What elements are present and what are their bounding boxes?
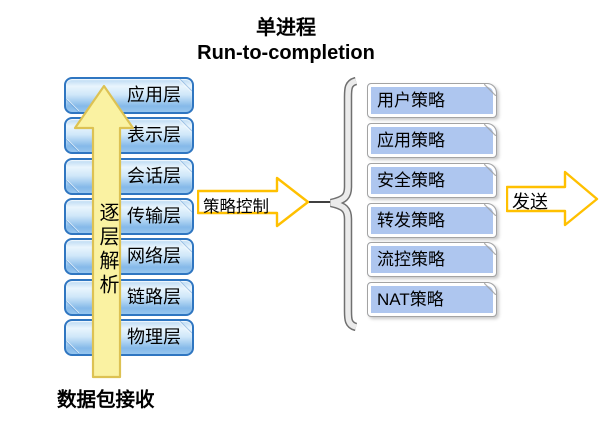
osi-layer-label: 应用层 <box>127 85 181 105</box>
brace-icon <box>330 77 358 331</box>
osi-layer-box-network: 网络层 <box>64 238 194 275</box>
policy-box-user: 用户策略 <box>367 83 497 118</box>
policy-label: 转发策略 <box>377 211 445 230</box>
osi-layer-box-physical: 物理层 <box>64 319 194 356</box>
osi-layer-label: 物理层 <box>127 327 181 347</box>
policy-box-app: 应用策略 <box>367 123 497 158</box>
osi-layer-box-session: 会话层 <box>64 158 194 195</box>
osi-layer-label: 网络层 <box>127 246 181 266</box>
policy-label: 流控策略 <box>377 250 445 269</box>
osi-layer-label: 链路层 <box>127 287 181 307</box>
title-line-chinese: 单进程 <box>256 17 316 39</box>
policy-label: 应用策略 <box>377 131 445 150</box>
packet-receive-label: 数据包接收 <box>57 389 155 411</box>
title-line-english: Run-to-completion <box>197 42 375 64</box>
policy-control-arrow-icon <box>197 176 310 228</box>
up-arrow-label: 逐层解析 <box>96 202 118 298</box>
policy-box-flowctrl: 流控策略 <box>367 242 497 277</box>
policy-label: 安全策略 <box>377 171 445 190</box>
osi-layer-label: 表示层 <box>127 125 181 145</box>
osi-layer-label: 传输层 <box>127 206 181 226</box>
policy-label: 用户策略 <box>377 91 445 110</box>
connector-line <box>309 201 331 203</box>
diagram-title: 单进程 Run-to-completion <box>136 16 436 66</box>
policy-box-nat: NAT策略 <box>367 282 497 317</box>
osi-layer-label: 会话层 <box>127 166 181 186</box>
osi-layer-box-transport: 传输层 <box>64 198 194 235</box>
up-arrow-icon <box>73 84 135 379</box>
policy-box-security: 安全策略 <box>367 163 497 198</box>
policy-control-label: 策略控制 <box>203 198 269 216</box>
send-arrow-icon <box>506 170 599 227</box>
osi-layer-box-link: 链路层 <box>64 279 194 316</box>
send-label: 发送 <box>512 192 548 212</box>
osi-layer-box-application: 应用层 <box>64 77 194 114</box>
osi-layer-box-presentation: 表示层 <box>64 117 194 154</box>
policy-label: NAT策略 <box>377 290 444 309</box>
policy-box-forward: 转发策略 <box>367 203 497 238</box>
